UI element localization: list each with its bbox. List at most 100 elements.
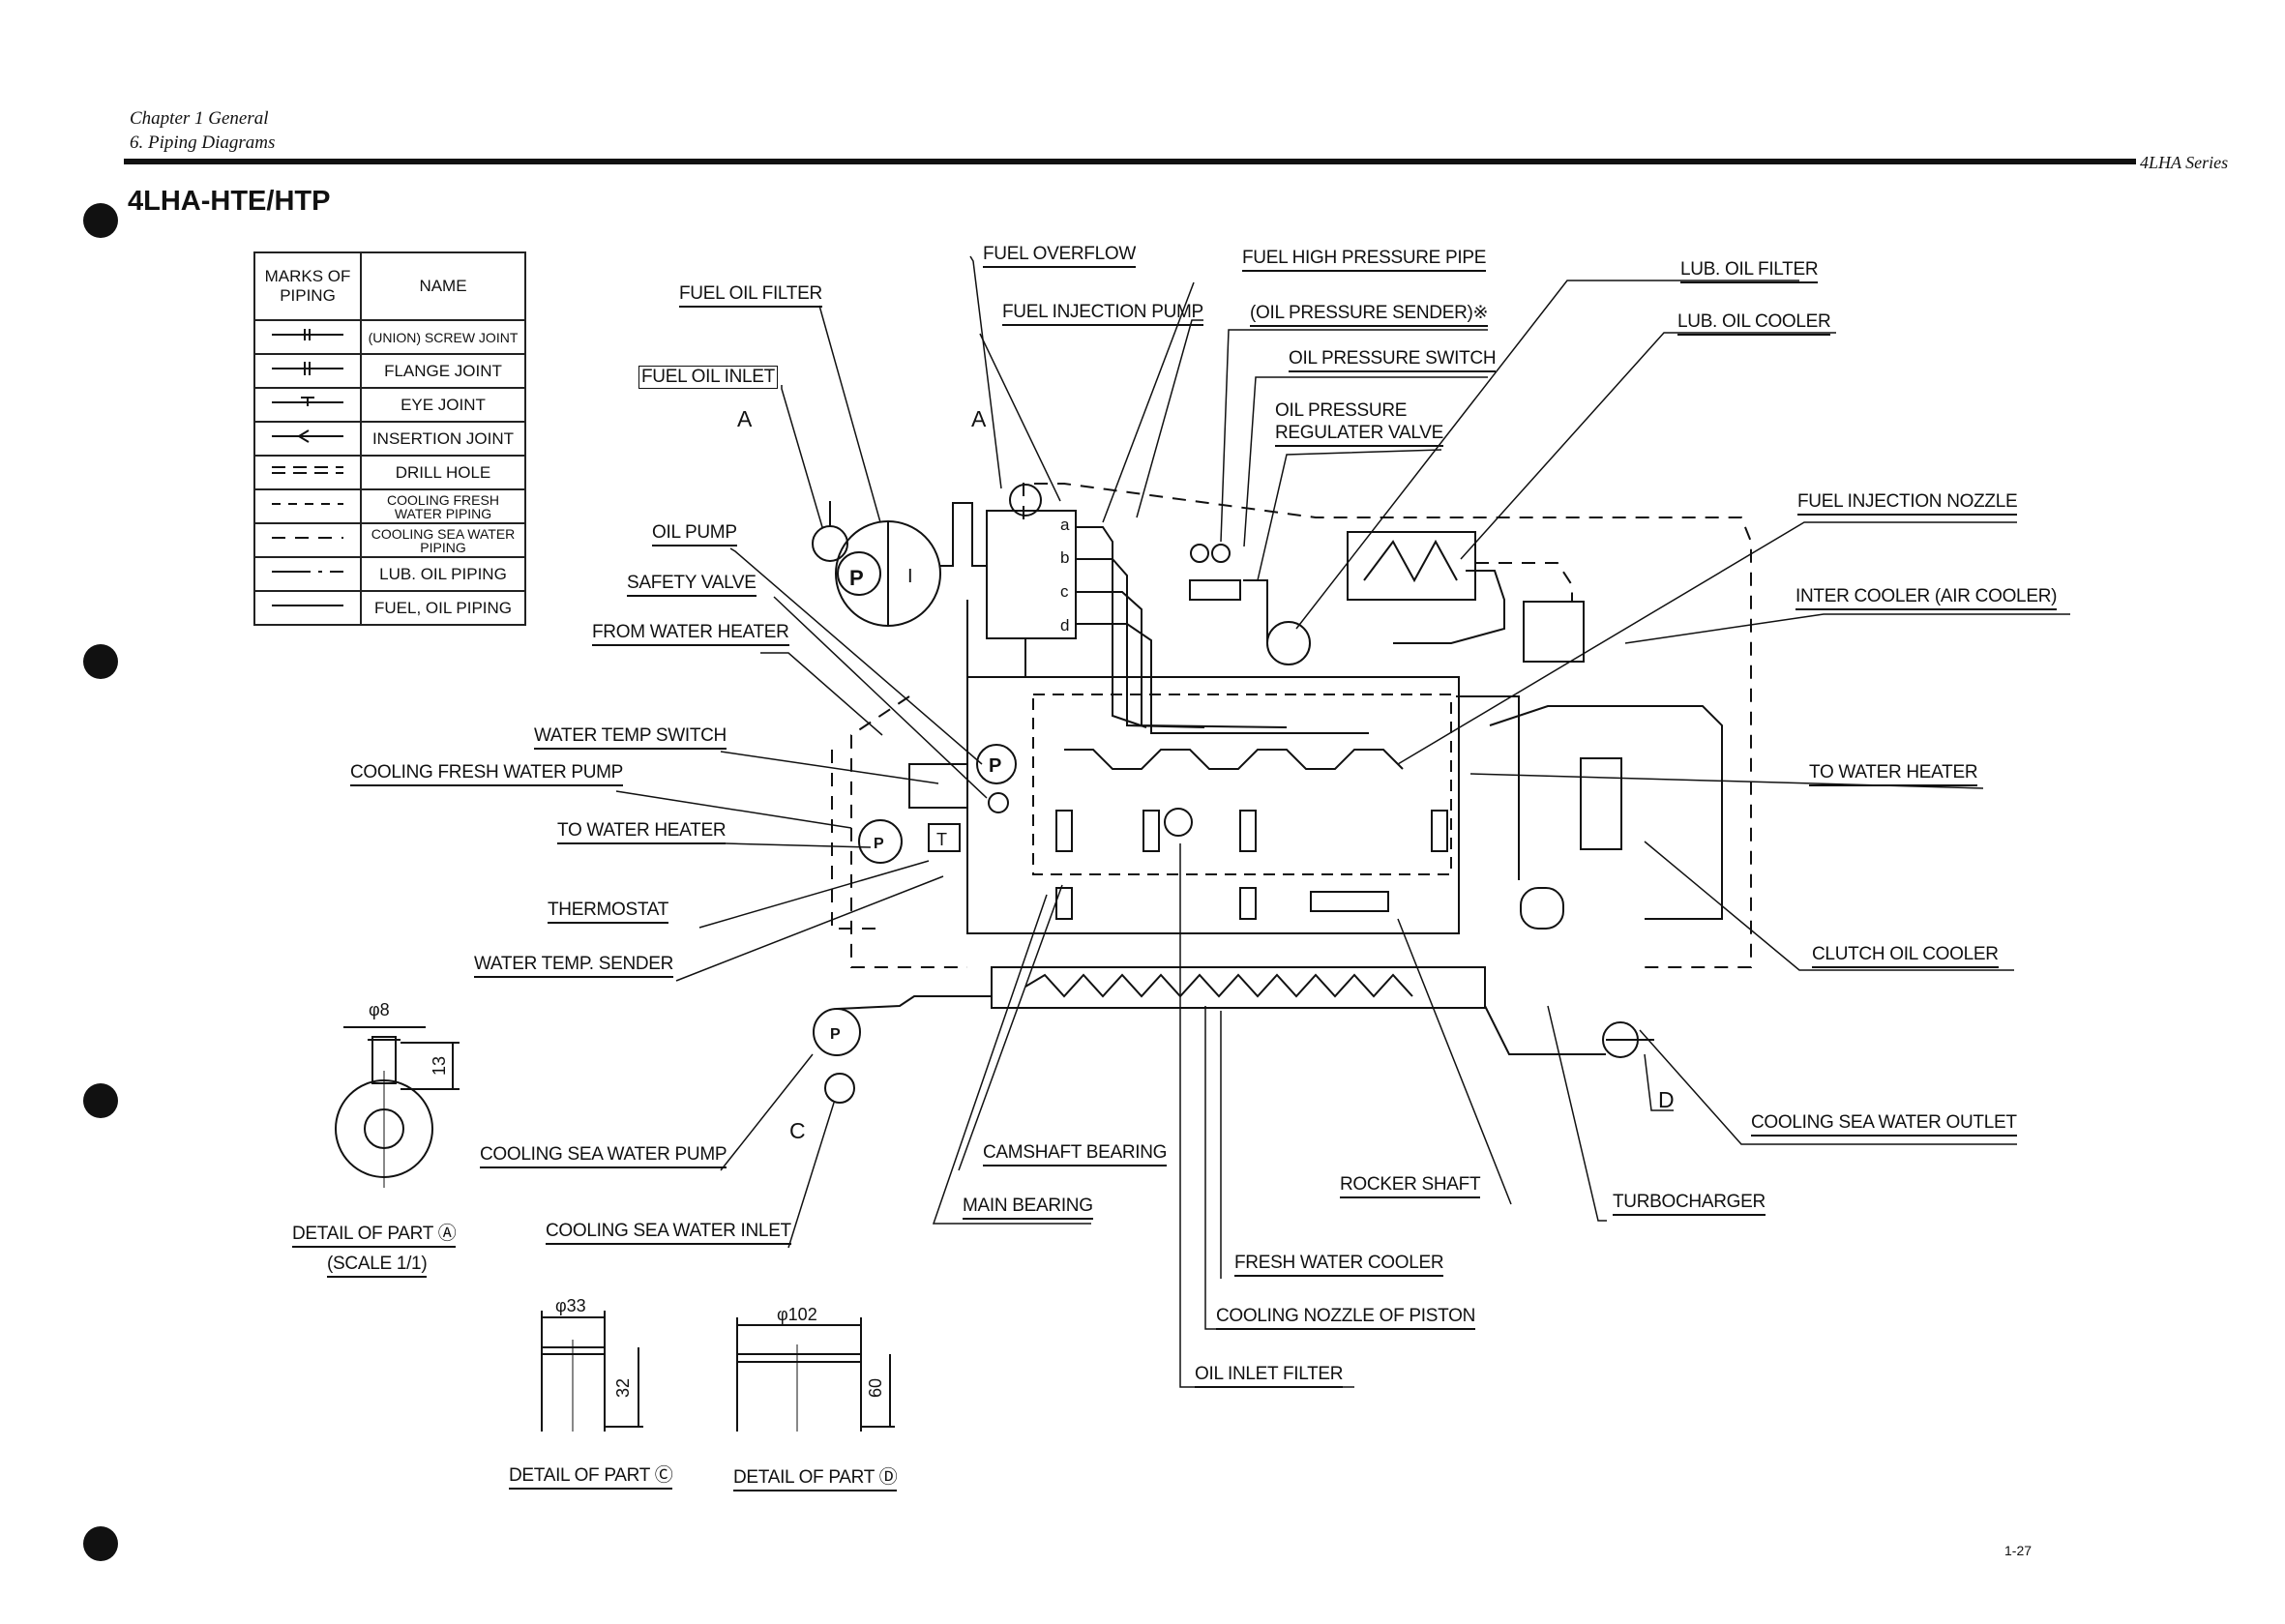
series-label: 4LHA Series: [2140, 153, 2229, 172]
inter-cooler: [1523, 601, 1585, 663]
label-cooling-sea-water-pump: COOLING SEA WATER PUMP: [480, 1144, 727, 1168]
piston-2: [1142, 810, 1160, 852]
label-fresh-water-cooler: FRESH WATER COOLER: [1234, 1253, 1444, 1277]
dimension-phi8: φ8: [369, 1000, 390, 1019]
legend-row-name: INSERTION JOINT: [360, 421, 526, 457]
engine-block: [966, 676, 1460, 934]
mark-a-overflow: A: [971, 406, 987, 431]
label-clutch-oil-cooler: CLUTCH OIL COOLER: [1812, 944, 1999, 968]
mark-a-fuel-inlet: A: [737, 406, 753, 431]
legend-row-name: COOLING FRESH WATER PIPING: [360, 488, 526, 524]
label-oil-pump: OIL PUMP: [652, 522, 737, 546]
label-rocker-shaft: ROCKER SHAFT: [1340, 1174, 1481, 1198]
page-title: 4LHA-HTE/HTP: [128, 186, 331, 217]
label-fuel-oil-filter: FUEL OIL FILTER: [679, 283, 822, 308]
label-to-water-heater-right: TO WATER HEATER: [1809, 762, 1978, 786]
label-main-bearing: MAIN BEARING: [963, 1196, 1093, 1220]
legend-row-name: LUB. OIL PIPING: [360, 556, 526, 592]
legend-row-name: (UNION) SCREW JOINT: [360, 319, 526, 355]
label-lub-oil-cooler: LUB. OIL COOLER: [1677, 311, 1831, 336]
fuel-oil-filter: [835, 520, 941, 627]
label-fuel-injection-nozzle: FUEL INJECTION NOZZLE: [1797, 491, 2018, 516]
label-thermostat: THERMOSTAT: [548, 900, 668, 924]
legend-row-name: DRILL HOLE: [360, 455, 526, 490]
mark-flange-joint: [253, 353, 362, 389]
section-heading: 6. Piping Diagrams: [130, 133, 276, 153]
detail-part-d: [736, 1317, 895, 1432]
label-camshaft-bearing: CAMSHAFT BEARING: [983, 1142, 1167, 1166]
label-oil-pressure: OIL PRESSURE: [1275, 400, 1408, 421]
mark-d-outlet: D: [1658, 1087, 1675, 1112]
fuel-feed-pump: [837, 551, 881, 596]
legend-row-name: FLANGE JOINT: [360, 353, 526, 389]
label-cooling-sea-water-inlet: COOLING SEA WATER INLET: [546, 1221, 791, 1245]
label-oil-pressure-switch: OIL PRESSURE SWITCH: [1289, 348, 1497, 372]
mark-eye-joint: [253, 387, 362, 423]
fuel-oil-inlet-valve: [812, 525, 848, 562]
label-water-temp-sender: WATER TEMP. SENDER: [474, 954, 673, 978]
turbocharger: [1520, 887, 1564, 930]
cooling-fresh-water-pump: [858, 819, 903, 864]
mark-c-inlet: C: [789, 1118, 806, 1143]
feed-pump-mark: P: [849, 566, 864, 590]
label-detail-part-d: DETAIL OF PART Ⓓ: [733, 1462, 898, 1491]
label-detail-part-c: DETAIL OF PART Ⓒ: [509, 1461, 673, 1490]
dimension-13: 13: [430, 1056, 449, 1076]
binder-hole-4: [83, 1526, 118, 1561]
legend-row-name: EYE JOINT: [360, 387, 526, 423]
lub-oil-filter: [1266, 621, 1311, 665]
fuel-injection-pump-box: [986, 510, 1077, 639]
chapter-heading: Chapter 1 General: [130, 108, 269, 129]
label-detail-part-a: DETAIL OF PART Ⓐ: [292, 1219, 457, 1248]
port-d-mark: d: [1060, 616, 1069, 635]
thermostat: [928, 823, 961, 852]
binder-hole-2: [83, 644, 118, 679]
overflow-valve: [1009, 484, 1042, 517]
mark-lub-oil-piping: [253, 556, 362, 592]
label-fuel-injection-pump: FUEL INJECTION PUMP: [1002, 302, 1203, 326]
mark-insertion-joint: [253, 421, 362, 457]
label-oil-inlet-filter: OIL INLET FILTER: [1195, 1364, 1344, 1388]
page-number: 1-27: [2004, 1543, 2033, 1558]
filter-mark: I: [907, 566, 913, 587]
piston-3: [1239, 810, 1257, 852]
label-inter-cooler: INTER COOLER (AIR COOLER): [1795, 586, 2057, 610]
cylinder-head-outline: [1032, 694, 1452, 875]
clutch-oil-cooler: [1580, 757, 1622, 850]
label-water-temp-switch: WATER TEMP SWITCH: [534, 725, 727, 750]
label-fuel-oil-inlet: FUEL OIL INLET: [638, 366, 778, 389]
detail-part-a: [335, 1026, 460, 1188]
piping-legend-table: MARKS OF PIPING NAME (UNION) SCREW JOINT…: [253, 251, 526, 626]
label-lub-oil-filter: LUB. OIL FILTER: [1680, 259, 1819, 283]
legend-row-name: FUEL, OIL PIPING: [360, 590, 526, 626]
mark-drill-hole: [253, 455, 362, 490]
oil-pump: [976, 744, 1017, 784]
lub-oil-cooler: [1347, 531, 1476, 601]
mark-sea-water-piping: [253, 522, 362, 558]
sea-water-pump-mark: P: [830, 1026, 841, 1043]
piston-4: [1431, 810, 1448, 852]
legend-header-marks: MARKS OF PIPING: [253, 251, 362, 321]
dimension-phi102: φ102: [777, 1305, 817, 1324]
oil-gallery: [1310, 891, 1389, 912]
fresh-water-cooler: [991, 966, 1486, 1009]
port-c-mark: c: [1060, 582, 1069, 601]
oil-pump-mark: P: [989, 755, 1001, 777]
safety-valve: [988, 792, 1009, 813]
port-b-mark: b: [1060, 548, 1069, 567]
dimension-60: 60: [866, 1378, 885, 1398]
dimension-32: 32: [613, 1378, 633, 1398]
binder-hole-3: [83, 1083, 118, 1118]
legend-header-name: NAME: [360, 251, 526, 321]
piston-1: [1055, 810, 1073, 852]
mark-fuel-oil-piping: [253, 590, 362, 626]
label-to-water-heater-left: TO WATER HEATER: [557, 820, 727, 844]
label-safety-valve: SAFETY VALVE: [627, 573, 757, 597]
mark-screw-joint: [253, 319, 362, 355]
label-oil-pressure-sender: (OIL PRESSURE SENDER)※: [1250, 302, 1488, 327]
label-fuel-overflow: FUEL OVERFLOW: [983, 244, 1136, 268]
header-rule: [124, 159, 2136, 164]
label-cooling-sea-water-outlet: COOLING SEA WATER OUTLET: [1751, 1112, 2017, 1137]
detail-part-c: [541, 1311, 643, 1432]
dimension-phi33: φ33: [555, 1296, 586, 1315]
